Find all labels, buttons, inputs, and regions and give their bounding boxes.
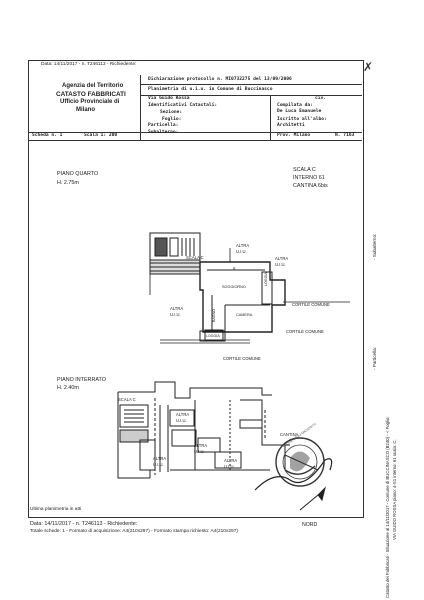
identificativi: Identificativi Catastali: [148,103,218,108]
basement-top-edge [118,381,272,399]
label-camera: CAMERA [236,313,253,317]
scala-c: SCALA C [293,167,316,173]
header-divider-1 [140,75,141,140]
side-vertical-2: VIA GUIDO ROSSA piano: 4-S1 interno: 61 … [392,439,397,540]
prov: Prov. Milano [277,133,311,138]
signature-scribble [254,458,333,491]
header-inner-line [140,95,362,96]
cantina-6bis: CANTINA 6bis [293,183,328,189]
particella: Particella: [148,123,179,128]
planimetria: Planimetria di u.i.u. in Comune di Bucci… [148,87,273,92]
apartment-outline [199,261,286,333]
footer-totale: Totale schede: 1 - Formato di acquisizio… [30,529,238,534]
label-uiu-lower-1: U.I.U. [176,418,187,423]
agency-line1: Agenzia del Territorio [62,83,124,89]
label-cantina: CANTINA [280,432,299,437]
label-bagno: BAGNO [212,309,216,322]
compilata-da: Compilata da: [277,103,313,108]
h-quarto: H. 2.75m [57,180,79,186]
iscritto: Iscritto all'albo: [277,117,327,122]
plan-sheet [28,60,364,518]
ultima-planimetria: Ultima planimetria in atti [30,507,82,512]
label-altra-lower-2: ALTRA [194,443,208,448]
scheda: Scheda n. 1 [32,133,63,138]
label-loggia-bottom: LOGGIA [206,334,220,338]
label-altra-upper-left: ALTRA [170,306,184,311]
foglio: Foglio: [162,117,182,122]
label-uiu-upper-top: U.I.U. [236,249,247,254]
scheda-bottom-line [28,140,362,141]
interno: INTERNO 61 [293,175,325,181]
label-scala-c-lower: SCALA C [118,397,136,402]
piano-quarto: PIANO QUARTO [57,171,99,177]
header-divider-2 [270,95,271,140]
compilatore: De Luca Emanuele [277,109,322,114]
side-subalterno: - Subalterno: [372,233,377,260]
label-uiu-upper-right: U.I.U. [275,262,286,267]
sezione: Sezione: [160,110,183,115]
piano-interrato: PIANO INTERRATO [57,377,106,383]
header-bottom-line [28,132,362,133]
albo: Architetti [277,123,305,128]
label-cortile-right: CORTILE COMUNE [292,302,330,307]
label-cortile-mid: CORTILE COMUNE [286,329,324,334]
scala: Scala 1: 200 [84,133,118,138]
agency-line3: Ufficio Provinciale di [60,99,120,105]
label-soggiorno: SOGGIORNO [222,285,246,289]
label-uiu-upper-left: U.I.U. [170,312,181,317]
h-interrato: H. 2.40m [57,385,79,391]
civ: civ. [315,96,327,101]
label-uiu-lower-4: U.I.U. [224,464,235,469]
label-altra-lower-1: ALTRA [176,412,190,417]
top-date-line: Data: 14/11/2017 - n. T246113 - Richiede… [41,62,137,67]
subalterno: Subalterno: [148,130,179,135]
signature-mark: ✗ [363,60,374,74]
label-uiu-lower-2: U.I.U. [194,449,205,454]
label-altra-upper-top: ALTRA [236,243,250,248]
side-vertical-1: Catasto dei Fabbricati - Situazione al 1… [385,416,390,598]
dichiarazione: Dichiarazione protocollo n. MI0732275 de… [148,77,292,82]
label-cortile-lower: CORTILE COMUNE [223,356,261,361]
label-uiu-lower-3: U.I.U. [153,462,164,467]
north-arrow-icon [299,486,326,511]
header-top-inner-line [140,84,362,85]
footer-date-line: Data: 14/11/2017 - n. T246113 - Richiede… [30,521,138,527]
agency-line2: CATASTO FABBRICATI [56,91,126,98]
label-altra-upper-right: ALTRA [275,256,289,261]
agency-line4: Milano [76,107,95,113]
numero: N. 7163 [335,133,355,138]
side-particella: - Particella: [372,347,377,370]
label-nord: NORD [302,522,318,528]
label-altra-lower-3: ALTRA [153,456,167,461]
label-altra-lower-4: ALTRA [224,458,238,463]
architect-stamp-icon [275,437,325,487]
label-loggia-right: LOGGIA [264,272,268,286]
label-scala-c-upper: SCALA C [186,255,204,260]
address: Via Guido Rossa [148,96,190,101]
label-k: K [233,266,236,271]
